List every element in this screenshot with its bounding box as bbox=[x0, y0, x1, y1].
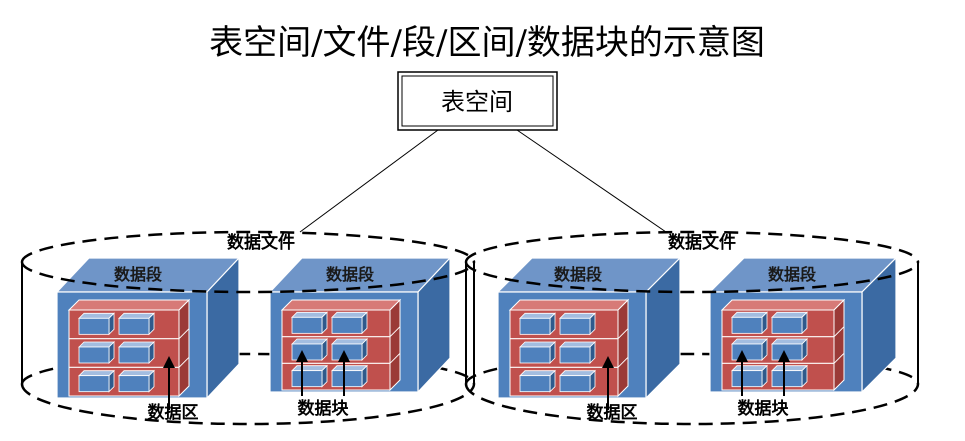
segment-label: 数据段 bbox=[554, 265, 603, 284]
datafile-label: 数据文件 bbox=[668, 232, 736, 253]
extent-shelf-line bbox=[389, 352, 401, 364]
datafile-bottom-rim-front bbox=[464, 383, 920, 426]
data-block bbox=[331, 311, 368, 335]
data-block bbox=[731, 364, 768, 388]
extent-shelf-line bbox=[617, 328, 629, 340]
datafile-top-rim-front bbox=[464, 261, 920, 294]
segment-label: 数据段 bbox=[326, 265, 375, 284]
tablespace-box: 表空间 bbox=[397, 71, 558, 131]
extent-label: 数据区 bbox=[148, 402, 199, 423]
data-block bbox=[331, 338, 368, 361]
block-label: 数据块 bbox=[738, 398, 790, 419]
extent-shelf-line bbox=[833, 352, 845, 364]
extent-label: 数据区 bbox=[587, 402, 638, 423]
data-block bbox=[291, 338, 328, 361]
data-block bbox=[118, 312, 155, 336]
data-block bbox=[771, 364, 808, 388]
data-block bbox=[78, 341, 115, 364]
data-block bbox=[78, 369, 115, 393]
data-block bbox=[291, 311, 328, 335]
data-block bbox=[559, 312, 596, 336]
data-block bbox=[559, 369, 596, 393]
data-block bbox=[118, 369, 155, 393]
datafile-bottom-rim-back bbox=[464, 352, 920, 385]
extent-shelf-line bbox=[389, 326, 401, 338]
data-block bbox=[771, 338, 808, 361]
tablespace-label: 表空间 bbox=[441, 88, 513, 116]
data-block bbox=[118, 341, 155, 364]
data-block bbox=[331, 364, 368, 388]
extent-shelf-line bbox=[617, 356, 629, 368]
data-block bbox=[519, 312, 556, 336]
data-block bbox=[519, 369, 556, 393]
data-block bbox=[519, 341, 556, 364]
extent-shelf-line bbox=[178, 328, 190, 340]
datafile-label: 数据文件 bbox=[227, 232, 295, 253]
data-block bbox=[78, 312, 115, 336]
data-block bbox=[559, 341, 596, 364]
connector-line-left bbox=[299, 129, 439, 233]
connector-line-right bbox=[516, 129, 667, 233]
data-block bbox=[731, 311, 768, 335]
datafile-top-rim-back bbox=[464, 230, 920, 263]
data-block bbox=[731, 338, 768, 361]
diagram-title: 表空间/文件/段/区间/数据块的示意图 bbox=[209, 23, 765, 63]
datafile-bottom-rim-front bbox=[20, 383, 476, 426]
extent-shelf-line bbox=[833, 326, 845, 338]
datafile-top-rim-back bbox=[20, 230, 476, 263]
datafile-bottom-rim-back bbox=[20, 352, 476, 385]
segment-label: 数据段 bbox=[768, 265, 817, 284]
data-block bbox=[291, 364, 328, 388]
data-block bbox=[771, 311, 808, 335]
datafile-top-rim-front bbox=[20, 261, 476, 294]
segment-label: 数据段 bbox=[114, 265, 163, 284]
extent-shelf-line bbox=[178, 356, 190, 368]
block-label: 数据块 bbox=[298, 398, 350, 419]
